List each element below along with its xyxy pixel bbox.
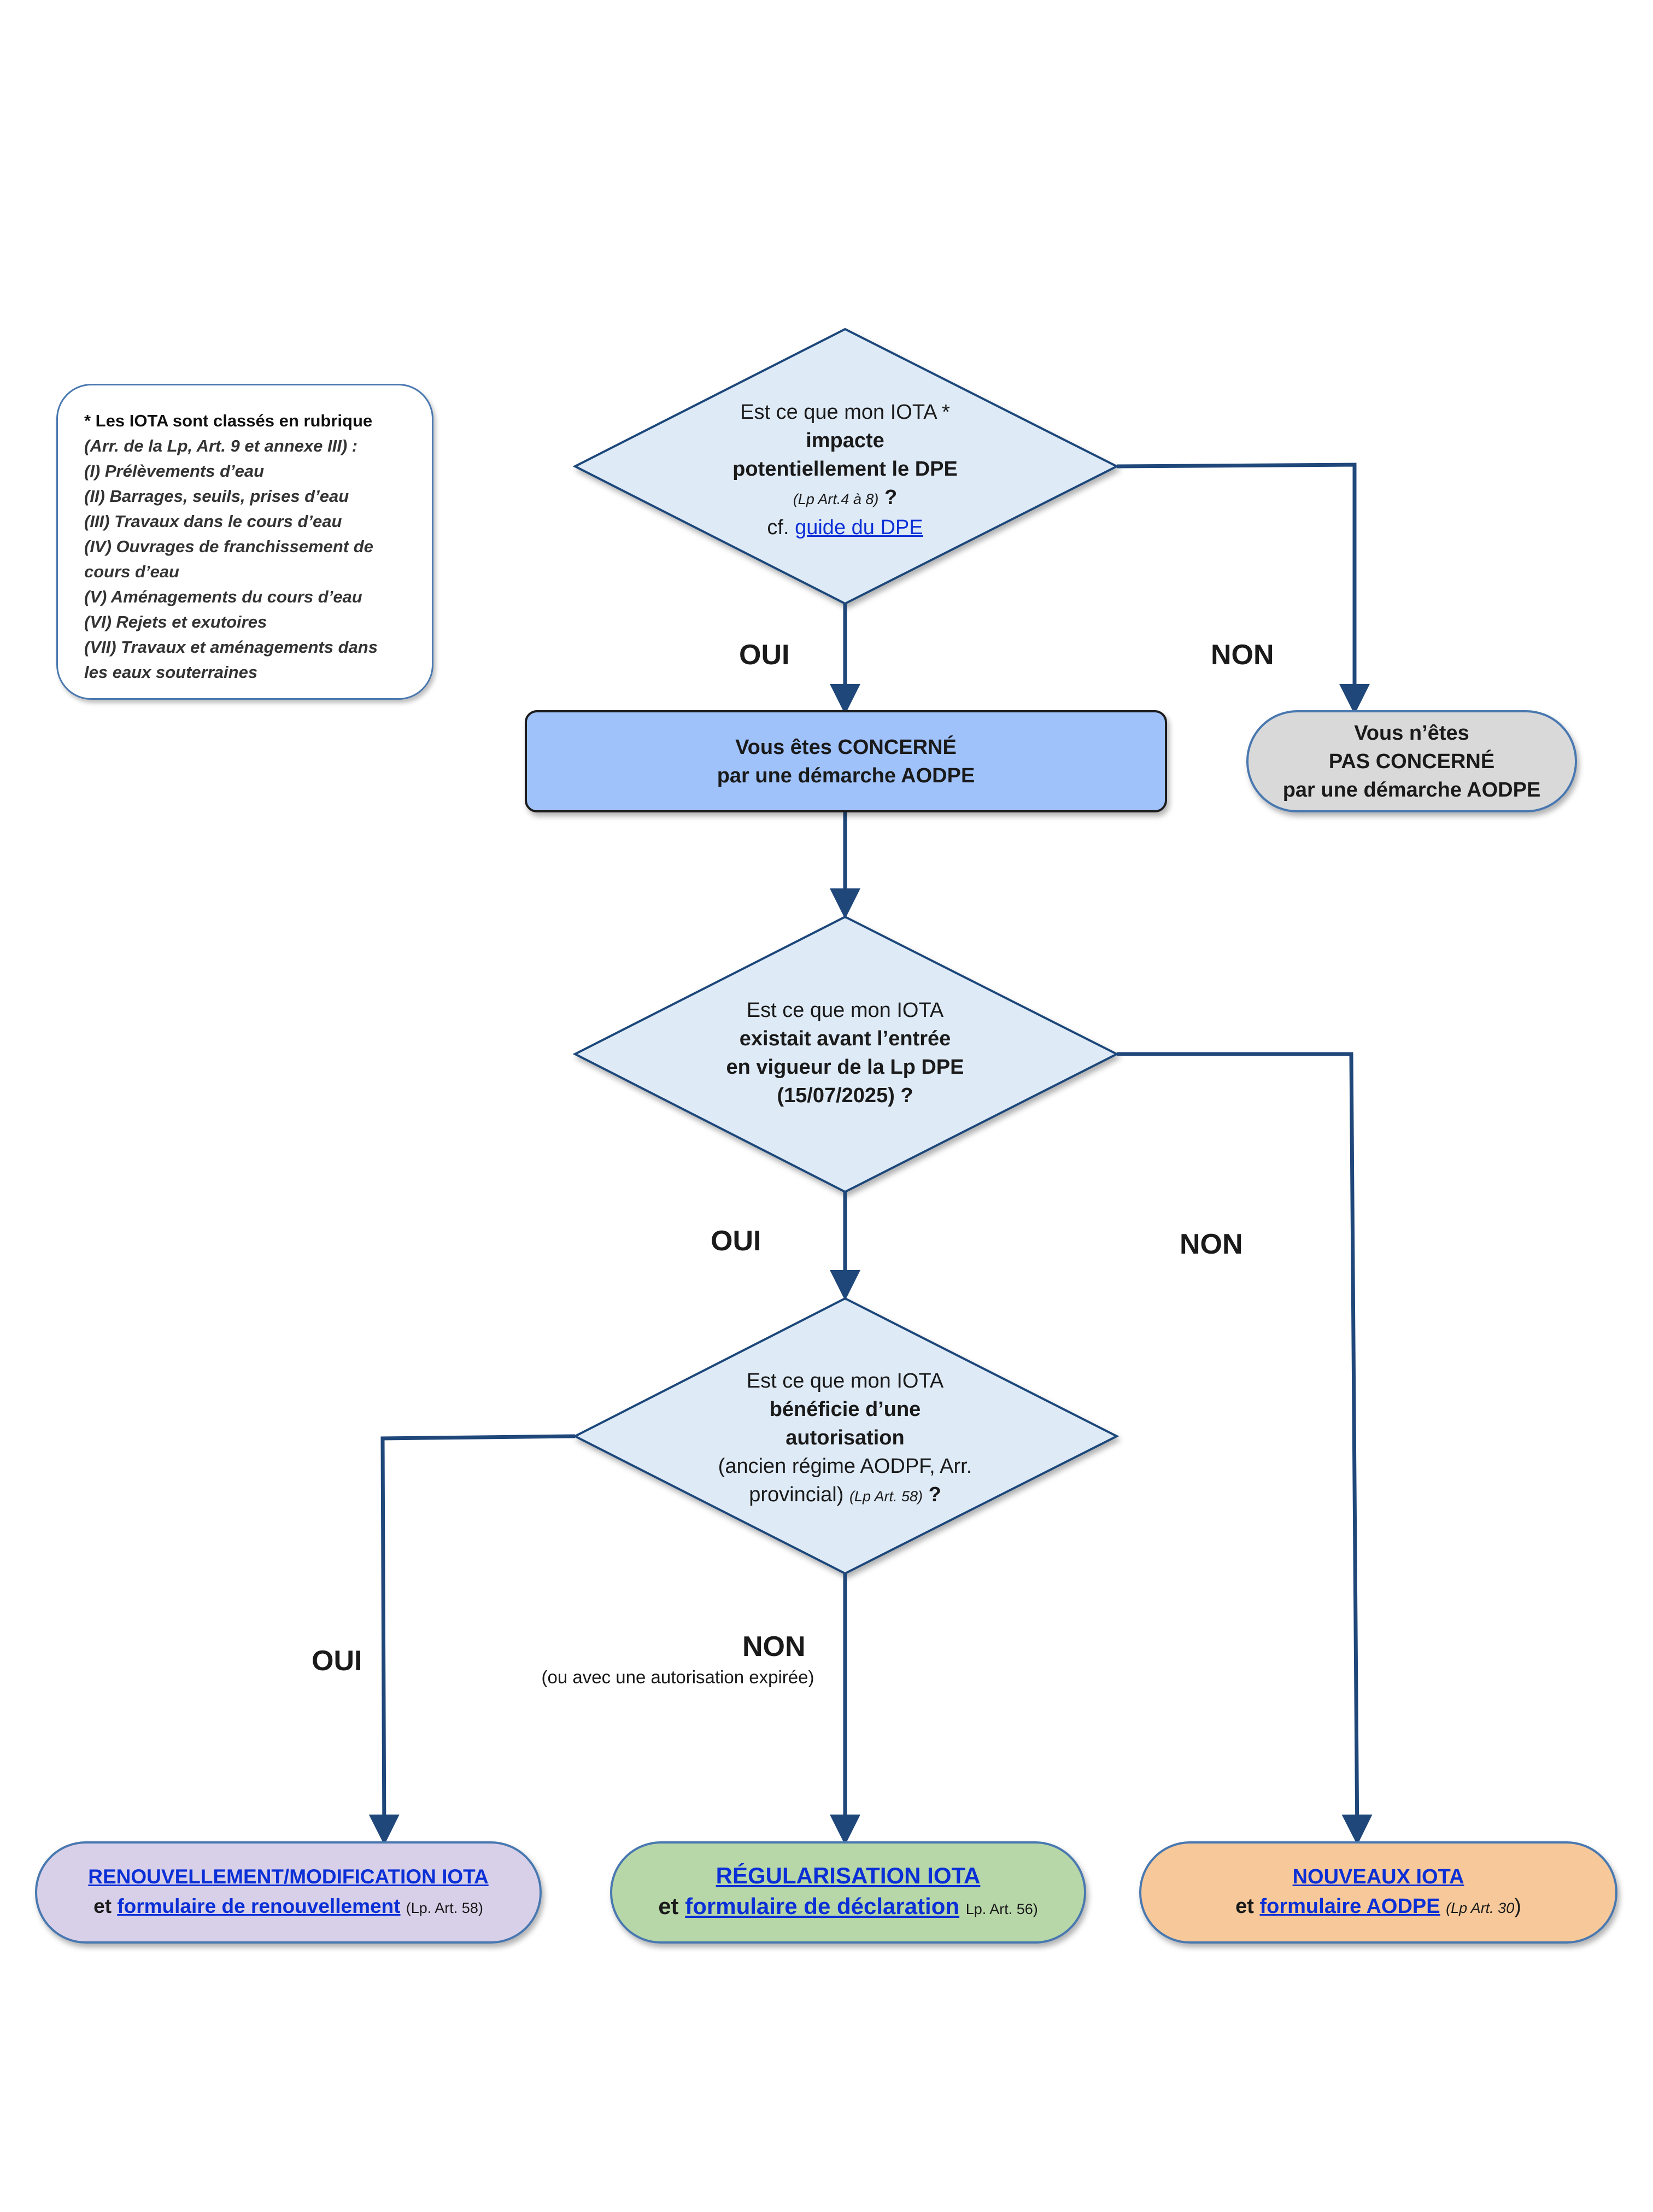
arrow-q1-no [1116, 463, 1370, 715]
regularisation-pill [610, 1841, 1086, 1944]
q3-ref: (Lp Art. 58) [849, 1488, 923, 1505]
q1-ref: (Lp Art.4 à 8) [793, 491, 879, 507]
question-1-text: Est ce que mon IOTA * impacte potentiell… [654, 398, 1036, 542]
q1-no-label: NON [1211, 639, 1274, 671]
q3-qmark: ? [928, 1483, 941, 1506]
new-iota-et: et [1235, 1895, 1254, 1918]
rubric-item: cours d’eau [84, 562, 179, 581]
not-concerned-pill [1246, 710, 1577, 812]
not-concerned-line3: par une démarche AODPE [1282, 778, 1541, 801]
not-concerned-line1: Vous n’êtes [1354, 721, 1469, 745]
rubric-item: (I) Prélèvements d’eau [84, 461, 265, 481]
renewal-ref: (Lp. Art. 58) [406, 1900, 483, 1916]
new-iota-title-link[interactable]: NOUVEAUX IOTA [1292, 1865, 1464, 1888]
not-concerned-line2: PAS CONCERNÉ [1328, 750, 1495, 773]
regularisation-et: et [658, 1893, 679, 1919]
rubric-item: les eaux souterraines [84, 663, 258, 682]
rubric-item: (VI) Rejets et exutoires [84, 612, 267, 631]
renewal-et: et [93, 1895, 112, 1917]
q2-line2: existait avant l’entrée [739, 1027, 951, 1050]
q2-no-label: NON [1180, 1228, 1243, 1260]
q2-line4: (15/07/2025) ? [777, 1084, 913, 1107]
question-2-text: Est ce que mon IOTA existait avant l’ent… [654, 996, 1036, 1110]
concerned-line2: par une démarche AODPE [717, 764, 975, 787]
rubric-item: (II) Barrages, seuils, prises d’eau [84, 487, 349, 506]
rubric-item: (IV) Ouvrages de franchissement de [84, 537, 373, 556]
q1-yes-label: OUI [739, 639, 790, 671]
rubric-item: (III) Travaux dans le cours d’eau [84, 512, 342, 531]
q2-yes-label: OUI [711, 1225, 761, 1257]
q3-line1: Est ce que mon IOTA [746, 1370, 944, 1392]
arrow-q3-yes [368, 1434, 576, 1845]
concerned-box [525, 710, 1167, 812]
q1-qmark: ? [884, 486, 898, 509]
new-iota-pill [1139, 1841, 1617, 1944]
rubric-item: (V) Aménagements du cours d’eau [84, 587, 362, 606]
concerned-text: Vous êtes CONCERNÉ par une démarche AODP… [526, 711, 1166, 811]
regularisation-title-link[interactable]: RÉGULARISATION IOTA [716, 1863, 981, 1888]
not-concerned-text: Vous n’êtes PAS CONCERNÉ par une démarch… [1247, 711, 1576, 811]
renewal-text: RENOUVELLEMENT/MODIFICATION IOTA et form… [36, 1842, 541, 1942]
concerned-line1: Vous êtes CONCERNÉ [735, 735, 957, 759]
q1-line1: Est ce que mon IOTA * [740, 401, 950, 424]
q3-line2: bénéficie d’une [769, 1398, 921, 1421]
new-iota-ref-close: ) [1514, 1895, 1521, 1918]
rubric-note-title: * Les IOTA sont classés en rubrique [84, 411, 373, 430]
renewal-title-link[interactable]: RENOUVELLEMENT/MODIFICATION IOTA [88, 1865, 489, 1888]
question-3-text: Est ce que mon IOTA bénéficie d’une auto… [654, 1367, 1036, 1511]
rubric-note-ref: (Arr. de la Lp, Art. 9 et annexe III) : [84, 436, 358, 455]
q3-line5: provincial) [749, 1483, 844, 1506]
regularisation-ref: Lp. Art. 56) [965, 1901, 1038, 1917]
q3-line4: (ancien régime AODPF, Arr. [718, 1455, 972, 1478]
regularisation-form-link[interactable]: formulaire de déclaration [685, 1893, 960, 1919]
new-iota-ref: (Lp Art. 30 [1446, 1900, 1515, 1916]
arrow-q2-no [1117, 1052, 1373, 1845]
q3-no-note: (ou avec une autorisation expirée) [541, 1667, 814, 1687]
q1-line3: potentiellement le DPE [732, 458, 958, 481]
q2-line3: en vigueur de la Lp DPE [726, 1056, 964, 1079]
rubric-note-box: * Les IOTA sont classés en rubrique (Arr… [56, 384, 433, 700]
renewal-form-link[interactable]: formulaire de renouvellement [117, 1895, 401, 1917]
regularisation-text: RÉGULARISATION IOTA et formulaire de déc… [611, 1842, 1085, 1942]
q3-line3: autorisation [786, 1426, 905, 1449]
rubric-item: (VII) Travaux et aménagements dans [84, 637, 378, 657]
renewal-pill [35, 1841, 542, 1944]
new-iota-text: NOUVEAUX IOTA et formulaire AODPE (Lp Ar… [1140, 1842, 1616, 1942]
q1-line2: impacte [806, 429, 884, 452]
q2-line1: Est ce que mon IOTA [746, 999, 944, 1022]
guide-dpe-link[interactable]: guide du DPE [795, 516, 923, 539]
q3-no-label: NON [742, 1631, 806, 1663]
q3-yes-label: OUI [312, 1645, 362, 1677]
q1-cf: cf. [767, 516, 789, 539]
new-iota-form-link[interactable]: formulaire AODPE [1259, 1895, 1440, 1918]
